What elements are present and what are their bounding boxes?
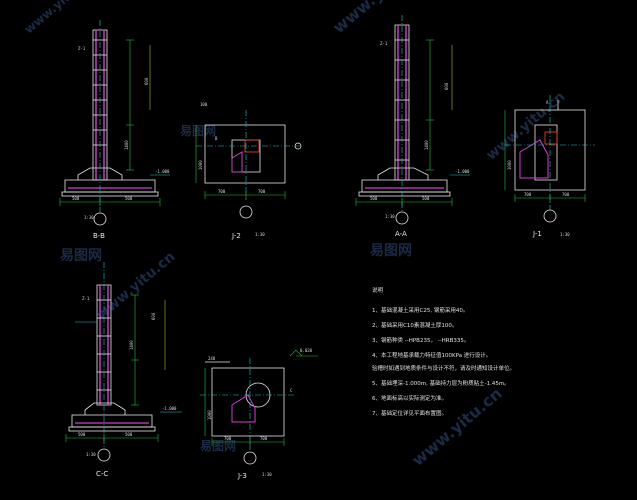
notes-item: 验槽时如遇到地质条件与设计不符，请及时通知设计单位。 [372,364,515,372]
dim-text: 1400 [424,140,429,150]
footing-pad [361,179,448,193]
section-title: A-A [395,230,407,238]
rebar-pattern [231,394,256,423]
plan-title: J-3 [237,472,247,480]
notes-item: 1、基础混凝土采用C25, 钢筋采用40。 [372,306,468,314]
elev-text: -1.000 [155,169,170,174]
dim-text: 700 [258,189,266,194]
dim-text: 700 [218,189,226,194]
section-mark: B [215,136,218,141]
plan-j3: 700 700 1000 240 C J-3 1:30 [200,356,295,480]
dim-text: 600 [144,77,149,85]
dim-text: 500 [72,196,80,201]
watermark-site: www.yitu.cn [329,0,426,37]
dim-text: 500 [125,432,133,437]
notes-item: 6、地面标高以实际测定为准。 [372,394,447,402]
dim-text: 500 [78,432,86,437]
axis-bubble [243,451,257,465]
notes-heading: 说明 [372,286,384,294]
axis-bubble [543,209,557,223]
dim-text: 700 [562,192,570,197]
section-mark: A [546,100,549,105]
column-section [544,131,558,145]
watermark-site: www.yitu.cn [483,89,568,164]
cushion [61,191,159,197]
plan-j2: 700 700 1000 100 B J-2 1:30 [195,102,302,240]
axis-bubble [395,211,409,225]
scale-text: 1:30 [255,232,265,237]
watermark-cn: 易图网 [370,243,412,259]
axis-bubble [93,212,107,226]
dim-text: 500 [370,196,378,201]
notes-item: 5、基础埋深-1.000m, 基础持力层为粉质粘土-1.45m。 [372,379,510,387]
dim-text: 700 [260,436,268,441]
scale-text: 1:30 [84,215,94,220]
axis-bubble [97,448,111,462]
dim-text: 700 [224,436,232,441]
column-tag: Z-1 [78,46,86,51]
plan-j1: 700 700 1000 A J-1 1:30 [504,95,595,238]
footing-plan-outline [204,124,286,184]
scale-text: 1:30 [86,452,96,457]
dim-text: 1000 [198,160,203,170]
watermark-cn: 易图网 [180,124,216,138]
notes-item: 2、基础采用C10素混凝土厚100。 [372,321,457,329]
rebar-pattern [519,139,549,179]
notes-item: 7、基础定位详见平面布置图。 [372,409,447,417]
watermark-cn: 易图网 [60,248,102,264]
dim-text: 500 [125,196,133,201]
dim-text: 1400 [129,340,134,350]
footing-plan-outline [211,367,285,437]
notes-item: 3、钢筋种类 --HPB235， --HRB335。 [372,336,469,344]
footing-pad [64,179,156,193]
plan-title: J-2 [231,232,241,240]
footing-pad [71,414,153,428]
column-plan [534,124,558,181]
dim-text: 1400 [124,140,129,150]
elev-text: -1.000 [162,406,177,411]
scale-text: 1:30 [385,214,395,219]
dim-text: 1000 [507,160,512,170]
rebar-pattern [231,151,243,173]
dim-text: 600 [444,82,449,90]
section-mark: C [290,388,293,393]
section-title: C-C [96,470,108,478]
dim-text: 1000 [207,410,212,420]
watermark-site: www.yitu.cn [22,0,95,36]
elev-text: -1.000 [455,169,470,174]
scale-text: 1:30 [262,472,272,477]
section-title: B-B [93,232,105,240]
elev-text: 0.020 [300,348,313,353]
watermark-site: www.yitu.cn [93,249,178,324]
dim-text: 240 [208,356,216,361]
dim-text: 600 [151,312,156,320]
notes-item: 4、本工程地基承载力特征值100KPa 进行设计。 [372,351,491,359]
dim-text: 700 [524,192,532,197]
notes-block: 说明 1、基础混凝土采用C25, 钢筋采用40。 2、基础采用C10素混凝土厚1… [372,286,515,417]
elevation-marker: 0.020 [289,348,318,357]
section-aa: 500 500 1400 600 -1.000 Z-1 1:30 A-A [355,15,470,238]
plan-title: J-1 [532,230,542,238]
dim-text: 500 [422,196,430,201]
axis-bubble [239,205,253,219]
column-tag: Z-1 [82,296,90,301]
section-cc: 500 500 1400 600 -1.000 Z-1 1:30 C-C [65,262,182,478]
scale-text: 1:30 [560,232,570,237]
watermark-cn: 易图网 [200,439,236,453]
section-bb: 500 500 1400 600 -1.000 Z-1 1:30 B-B [59,20,170,240]
dim-text: 100 [200,102,208,107]
column-tag: Z-1 [380,41,388,46]
